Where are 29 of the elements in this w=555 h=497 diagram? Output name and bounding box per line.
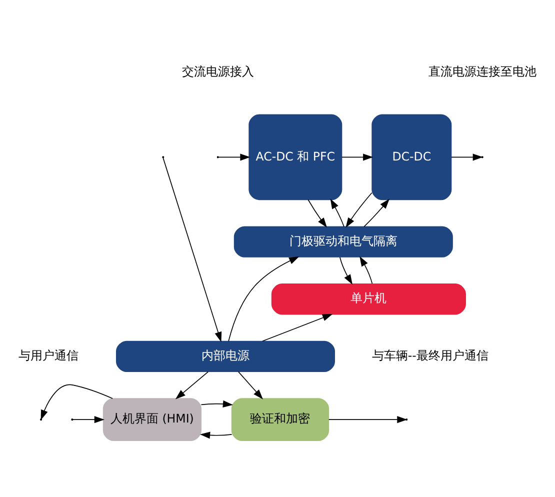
arrow (364, 198, 390, 227)
node-box: 人机界面 (HMI) (102, 398, 202, 441)
arrow (218, 153, 250, 160)
node-box: AC-DC 和 PFC (248, 114, 342, 200)
node-box: 验证和加密 (231, 398, 330, 441)
node-box: DC-DC (372, 114, 452, 200)
arrow (308, 198, 328, 228)
arrow (346, 192, 372, 228)
arrow (72, 416, 104, 423)
arrow (228, 256, 300, 342)
arrow (262, 313, 333, 342)
arrow (238, 370, 264, 399)
arrow (162, 157, 222, 342)
arrow (175, 370, 209, 399)
arrow (200, 400, 234, 407)
node-box: 门极驱动和电气隔离 (234, 226, 453, 257)
label: 直流电源连接至电池 (428, 64, 536, 78)
arrow (342, 153, 374, 160)
arrow (330, 198, 344, 227)
arrow (40, 384, 113, 420)
arrow (451, 153, 483, 160)
label: 与车辆--最终用户通信 (372, 348, 488, 362)
label: 交流电源接入 (182, 64, 254, 78)
label: 与用户通信 (18, 348, 79, 362)
node-box: 单片机 (271, 283, 466, 314)
arrow (340, 256, 352, 284)
arrow (200, 431, 232, 438)
node-box: 内部电源 (116, 340, 335, 372)
arrow (360, 256, 373, 284)
